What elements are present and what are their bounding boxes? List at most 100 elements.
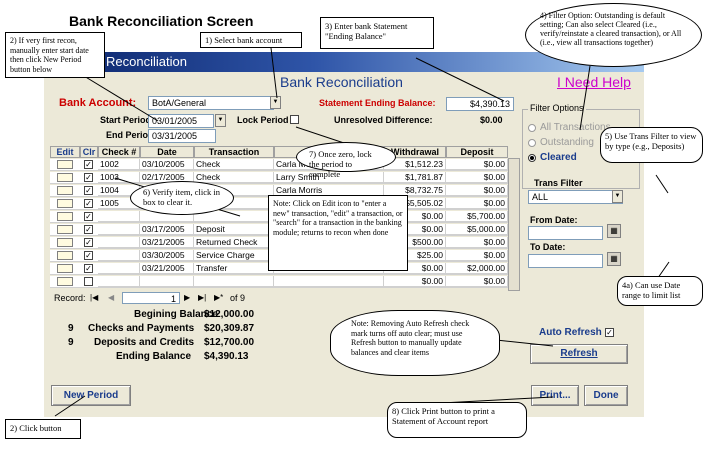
cell-withdrawal: $5,505.02 (384, 198, 446, 209)
start-period-dropdown-button[interactable]: ▼ (215, 114, 226, 127)
help-link[interactable]: I Need Help (557, 74, 631, 90)
cell-deposit: $0.00 (446, 159, 508, 170)
cell-check (98, 211, 140, 222)
done-button[interactable]: Done (584, 385, 628, 406)
cell-check: 1003 (98, 172, 140, 183)
clear-checkbox[interactable]: ✓ (84, 199, 93, 208)
prev-record-button[interactable]: ◀ (108, 293, 115, 302)
form-heading: Bank Reconciliation (280, 74, 403, 90)
from-date-input[interactable] (528, 226, 603, 240)
cell-transaction: Check (194, 159, 274, 170)
edit-icon[interactable] (57, 277, 73, 286)
callout-verify-item: 6) Verify item, click in box to clear it… (130, 181, 234, 215)
bank-account-dropdown-button[interactable]: ▼ (270, 96, 281, 109)
clear-checkbox[interactable]: ✓ (84, 212, 93, 221)
checks-payments-label: Checks and Payments (88, 323, 195, 334)
edit-icon[interactable] (57, 160, 73, 169)
refresh-button[interactable]: Refresh (530, 344, 628, 364)
filter-cleared-label[interactable]: Cleared (540, 152, 577, 163)
column-header-edit[interactable]: Edit (50, 146, 80, 158)
unresolved-difference-value: $0.00 (480, 115, 503, 125)
unresolved-difference-label: Unresolved Difference: (334, 115, 433, 125)
cell-check (98, 237, 140, 248)
first-record-button[interactable]: |◀ (90, 293, 99, 302)
filter-outstanding-label[interactable]: Outstanding (540, 137, 594, 148)
clear-checkbox[interactable]: ✓ (84, 160, 93, 169)
cell-withdrawal: $0.00 (384, 211, 446, 222)
page-title: Bank Reconciliation Screen (69, 13, 254, 29)
cell-deposit: $0.00 (446, 172, 508, 183)
callout-enter-statement-balance: 3) Enter bank Statement "Ending Balance" (320, 17, 434, 49)
next-record-button[interactable]: ▶ (184, 293, 191, 302)
edit-icon[interactable] (57, 225, 73, 234)
record-number-input[interactable]: 1 (122, 292, 180, 304)
clear-checkbox[interactable]: ✓ (84, 225, 93, 234)
cell-date (140, 211, 194, 222)
filter-cleared-radio[interactable] (528, 154, 536, 162)
to-date-input[interactable] (528, 254, 603, 268)
filter-all-label[interactable]: All Transactions (540, 122, 611, 133)
start-period-input[interactable]: 03/01/2005 (148, 114, 214, 128)
cell-deposit: $5,000.00 (446, 224, 508, 235)
clear-checkbox[interactable]: ✓ (84, 173, 93, 182)
print-button[interactable]: Print... (531, 385, 579, 406)
clear-checkbox[interactable]: ✓ (84, 186, 93, 195)
new-period-button[interactable]: New Period (51, 385, 131, 406)
ending-balance-value: $4,390.13 (204, 351, 249, 362)
beginning-balance-label: Begining Balance (134, 309, 218, 320)
callout-date-range: 4a) Can use Date range to limit list (617, 276, 703, 306)
cell-deposit: $0.00 (446, 198, 508, 209)
to-date-label: To Date: (530, 242, 566, 252)
cell-check (98, 250, 140, 261)
edit-icon[interactable] (57, 264, 73, 273)
cell-withdrawal: $1,512.23 (384, 159, 446, 170)
lock-period-label: Lock Period (237, 115, 289, 125)
last-record-button[interactable]: ▶| (198, 293, 207, 302)
cell-deposit: $5,700.00 (446, 211, 508, 222)
record-navigator: Record: |◀ ◀ 1 ▶ ▶| ▶* of 9 (50, 292, 270, 305)
callout-lock-period: 7) Once zero, lock the period to complet… (296, 142, 396, 179)
bank-account-select[interactable]: BotA/General (148, 96, 274, 110)
to-date-calendar-icon[interactable]: ▦ (607, 252, 621, 266)
cell-check: 1002 (98, 159, 140, 170)
callout-click-new-period: 2) Click button (5, 419, 81, 439)
record-label: Record: (54, 293, 86, 303)
column-header-transaction[interactable]: Transaction (194, 146, 274, 158)
cell-deposit: $0.00 (446, 185, 508, 196)
cell-withdrawal: $25.00 (384, 250, 446, 261)
cell-deposit: $2,000.00 (446, 263, 508, 274)
cell-payee (274, 276, 384, 287)
column-header-deposit[interactable]: Deposit (446, 146, 508, 158)
start-period-label: Start Period (100, 115, 152, 125)
clear-checkbox[interactable]: ✓ (84, 238, 93, 247)
clear-checkbox[interactable]: ✓ (84, 251, 93, 260)
statement-balance-input[interactable]: $4,390.13 (446, 97, 514, 111)
note-edit-icon: Note: Click on Edit icon to "enter a new… (268, 195, 408, 271)
lock-period-checkbox[interactable] (290, 115, 299, 124)
edit-icon[interactable] (57, 186, 73, 195)
window-title: Reconciliation (106, 54, 187, 69)
grid-scrollbar[interactable] (508, 158, 520, 291)
column-header-withdrawal[interactable]: Withdrawal (384, 146, 446, 158)
end-period-input[interactable]: 03/31/2005 (148, 129, 216, 143)
bank-account-label: Bank Account: (59, 97, 137, 109)
filter-all-radio[interactable] (528, 124, 536, 132)
edit-icon[interactable] (57, 199, 73, 208)
edit-icon[interactable] (57, 251, 73, 260)
column-header-check[interactable]: Check # (98, 146, 140, 158)
callout-trans-filter: 5) Use Trans Filter to view by type (e.g… (600, 127, 703, 163)
auto-refresh-checkbox[interactable]: ✓ (605, 328, 614, 337)
cell-date: 03/21/2005 (140, 237, 194, 248)
beginning-balance-value: $12,000.00 (204, 309, 255, 320)
from-date-calendar-icon[interactable]: ▦ (607, 224, 621, 238)
clear-checkbox[interactable]: ✓ (84, 264, 93, 273)
trans-filter-dropdown-button[interactable]: ▼ (612, 190, 623, 203)
edit-icon[interactable] (57, 238, 73, 247)
filter-outstanding-radio[interactable] (528, 139, 536, 147)
edit-icon[interactable] (57, 212, 73, 221)
new-record-button[interactable]: ▶* (214, 293, 224, 302)
clear-checkbox[interactable] (84, 277, 93, 286)
column-header-clr[interactable]: Clr (80, 146, 98, 158)
edit-icon[interactable] (57, 173, 73, 182)
column-header-date[interactable]: Date (140, 146, 194, 158)
